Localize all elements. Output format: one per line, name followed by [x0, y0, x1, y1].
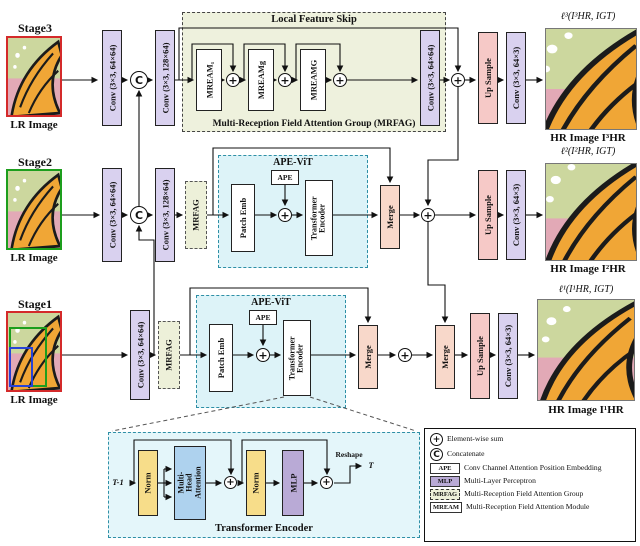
stage2-ape-block: APE — [271, 170, 299, 185]
stage2-lr-image — [6, 169, 62, 250]
stage3-upsample: Up Sample — [478, 32, 498, 124]
legend-row-mrfag: MRFAG Multi-Reception Field Attention Gr… — [430, 489, 630, 500]
legend-row-mream: MREAM Multi-Reception Field Attention Mo… — [430, 502, 630, 513]
detail-norm2: Norm — [246, 450, 266, 516]
stage3-mream1-block: MREAM₁ — [196, 49, 222, 111]
stage2-conv-mid: Conv (3×3, 128×64) — [155, 168, 175, 262]
stage1-label: Stage1 — [18, 297, 52, 311]
stage2-hr-caption: HR Image I²HR — [550, 263, 626, 275]
concat-icon: C — [430, 448, 443, 461]
stage2-patch-emb: Patch Emb — [231, 184, 255, 252]
stage2-sum-node: + — [421, 208, 435, 222]
stage3-loss: ℓ³(I³HR, IGT) — [560, 11, 616, 22]
stage3-mreamG-block: MREAMG — [300, 49, 326, 111]
legend-row-mlp: MLP Multi-Layer Perceptron — [430, 476, 630, 487]
stage2-conv-out: Conv (3×3, 64×3) — [506, 170, 526, 260]
stage3-sum-node-3: + — [333, 73, 347, 87]
stage1-upsample: Up Sample — [470, 313, 490, 399]
legend-box: + Element-wise sum C Concatenate APE Con… — [424, 428, 636, 542]
stage1-transformer-encoder: Transformer Encoder — [283, 320, 311, 396]
stage2-merge: Merge — [380, 185, 400, 249]
stage2-lr-caption: LR Image — [10, 252, 58, 264]
legend-text-sum: Element-wise sum — [447, 434, 504, 444]
detail-input-label: T-1 — [112, 477, 124, 487]
stage3-label: Stage3 — [18, 21, 52, 35]
stage3-hr-image — [545, 28, 637, 130]
sum-icon: + — [430, 433, 443, 446]
stage2-ape-sum-node: + — [278, 208, 292, 222]
legend-text-concat: Concatenate — [447, 449, 485, 459]
stage1-sum-node: + — [398, 348, 412, 362]
apevit-title-stage1: APE-ViT — [251, 297, 291, 308]
stage1-ape-sum-node: + — [256, 348, 270, 362]
legend-text-mream: Multi-Reception Field Attention Module — [466, 502, 590, 512]
stage1-crop-blue — [9, 347, 33, 387]
stage3-conv-out: Conv (3×3, 64×3) — [506, 32, 526, 124]
stage3-conv-in: Conv (3×3, 64×64) — [102, 30, 122, 126]
transformer-detail-title: Transformer Encoder — [215, 523, 313, 534]
stage2-conv-in: Conv (3×3, 64×64) — [102, 168, 122, 262]
stage3-hr-caption: HR Image I³HR — [550, 132, 626, 144]
stage1-merge-1: Merge — [358, 325, 378, 389]
local-feature-skip-title: Local Feature Skip — [271, 14, 357, 25]
legend-row-concat: C Concatenate — [430, 448, 630, 461]
stage1-conv-out: Conv (3×3, 64×3) — [498, 313, 518, 399]
mrfag-group-caption: Multi-Reception Field Attention Group (M… — [212, 119, 416, 129]
stage2-upsample: Up Sample — [478, 170, 498, 260]
stage1-lr-image — [6, 311, 62, 392]
detail-mlp: MLP — [282, 450, 304, 516]
stage2-label: Stage2 — [18, 155, 52, 169]
stage2-concat-node: C — [130, 206, 148, 224]
detail-norm1: Norm — [138, 450, 158, 516]
stage3-lr-caption: LR Image — [10, 119, 58, 131]
legend-text-mrfag: Multi-Reception Field Attention Group — [464, 489, 584, 499]
legend-row-ape: APE Conv Channel Attention Position Embe… — [430, 463, 630, 474]
legend-text-mlp: Multi-Layer Perceptron — [464, 476, 536, 486]
stage3-skip-sum-node: + — [451, 73, 465, 87]
mream-badge: MREAM — [430, 502, 462, 513]
stage2-loss: ℓ²(I²HR, IGT) — [560, 146, 616, 157]
stage3-concat-node: C — [130, 71, 148, 89]
stage3-conv-group: Conv (3×3, 64×64) — [420, 30, 440, 126]
detail-reshape-label: Reshape — [335, 450, 363, 459]
detail-sum-node-2: + — [320, 476, 333, 489]
stage1-hr-image — [537, 299, 635, 401]
stage3-sum-node-2: + — [278, 73, 292, 87]
detail-output-label: T — [368, 460, 374, 470]
stage1-loss: ℓ¹(I¹HR, IGT) — [558, 284, 614, 295]
stage1-ape-block: APE — [249, 310, 277, 325]
stage3-sum-node-1: + — [226, 73, 240, 87]
stage2-hr-image — [545, 163, 637, 261]
stage1-conv-in: Conv (3×3, 64×64) — [130, 310, 150, 400]
stage3-mreamg-block: MREAMg — [248, 49, 274, 111]
stage2-mrfag-block: MRFAG — [185, 181, 207, 249]
stage1-merge-2: Merge — [435, 325, 455, 389]
stage1-mrfag-block: MRFAG — [158, 321, 180, 389]
stage2-transformer-encoder: Transformer Encoder — [305, 180, 333, 256]
ape-badge: APE — [430, 463, 460, 474]
stage3-conv-mid: Conv (3×3, 128×64) — [155, 30, 175, 126]
legend-text-ape: Conv Channel Attention Position Embeddin… — [464, 463, 602, 473]
mlp-badge: MLP — [430, 476, 460, 487]
detail-multi-head-attention: Multi-Head Attention — [174, 446, 206, 520]
legend-row-sum: + Element-wise sum — [430, 433, 630, 446]
apevit-title-stage2: APE-ViT — [273, 157, 313, 168]
stage3-lr-image — [6, 36, 62, 117]
mrfag-badge: MRFAG — [430, 489, 461, 500]
stage1-lr-caption: LR Image — [10, 394, 58, 406]
stage1-hr-caption: HR Image I¹HR — [548, 404, 624, 416]
detail-sum-node-1: + — [224, 476, 237, 489]
stage1-patch-emb: Patch Emb — [209, 324, 233, 392]
